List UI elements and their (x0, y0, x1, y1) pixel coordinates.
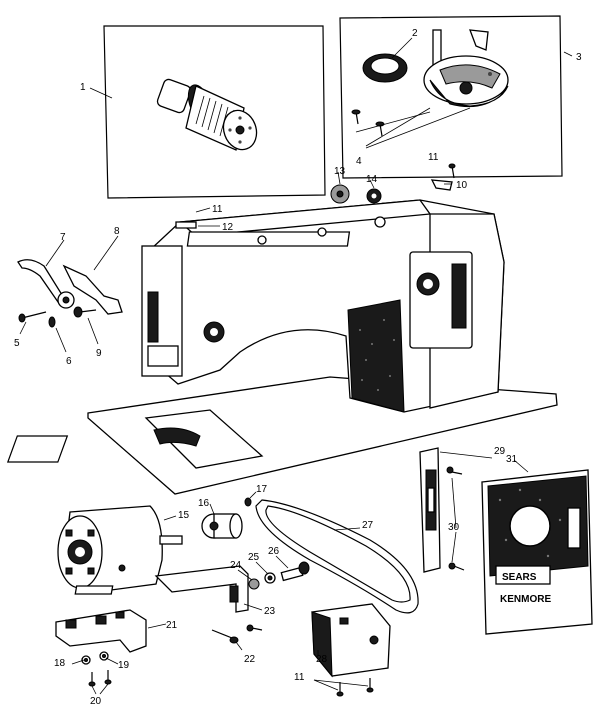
model-label: KENMORE (500, 594, 551, 605)
callout-30: 30 (448, 522, 460, 533)
callout-11-top: 11 (428, 152, 439, 163)
pulley-part-16 (201, 513, 243, 539)
control-box-part-28 (311, 603, 391, 678)
brand-label: SEARS (502, 572, 537, 583)
bushing-part-14 (366, 188, 382, 204)
callout-13: 13 (334, 166, 346, 177)
callout-31: 31 (506, 454, 518, 465)
callout-1: 1 (80, 82, 86, 93)
callout-19: 19 (118, 660, 130, 671)
lever-part-7 (17, 259, 65, 303)
plate-part-21 (55, 609, 147, 653)
screws-part-30 (446, 466, 465, 571)
bolt-part-26 (280, 561, 310, 582)
bracket-part-23 (74, 565, 249, 613)
callout-24: 24 (230, 560, 242, 571)
callout-27: 27 (362, 520, 374, 531)
clip-part-10 (430, 179, 453, 191)
screw-part-22 (211, 624, 263, 644)
callout-5: 5 (14, 338, 20, 349)
callout-18: 18 (54, 658, 66, 669)
screws-part-20 (88, 670, 112, 687)
inset-box-part-1 (103, 25, 326, 199)
callout-22: 22 (244, 654, 256, 665)
screw-part-9 (73, 306, 97, 318)
screws-part-11-bottom (336, 678, 374, 697)
motor-part-15 (57, 505, 183, 593)
callout-15: 15 (178, 510, 190, 521)
callout-26: 26 (268, 546, 280, 557)
callout-12: 12 (222, 222, 234, 233)
callout-29: 29 (494, 446, 506, 457)
washers-part-18-19 (81, 651, 109, 665)
callout-8: 8 (114, 226, 120, 237)
callout-21: 21 (166, 620, 178, 631)
machine-head (6, 199, 558, 495)
hook-assembly (423, 29, 509, 108)
screw-part-11 (448, 163, 456, 179)
callout-17: 17 (256, 484, 268, 495)
callout-3: 3 (576, 52, 582, 63)
drive-belt-ring-part-2 (362, 53, 408, 83)
callout-7: 7 (60, 232, 66, 243)
pin-part-5 (18, 311, 47, 323)
washer-part-25 (264, 572, 276, 584)
screws-part-4 (351, 109, 385, 137)
belt-part-27 (255, 499, 419, 614)
levers-group (17, 259, 123, 328)
lever-part-8 (62, 264, 123, 315)
screw-part-17 (244, 497, 252, 507)
callout-labels: 1 2 3 4 5 6 7 8 9 10 11 11 11 12 13 14 1… (14, 28, 582, 707)
callout-9: 9 (96, 348, 102, 359)
callout-20: 20 (90, 696, 102, 707)
callout-23: 23 (264, 606, 276, 617)
bushing-part-13 (330, 184, 350, 204)
bobbin-winder-assembly (156, 78, 258, 151)
callout-16: 16 (198, 498, 210, 509)
callout-4: 4 (356, 156, 362, 167)
callout-28: 28 (316, 654, 328, 665)
callout-2: 2 (412, 28, 418, 39)
face-panel-part-31: SEARS KENMORE (481, 469, 593, 635)
small-parts-top (175, 163, 456, 229)
screw-part-12 (175, 221, 197, 229)
side-cover-part-29 (419, 447, 441, 573)
washer-part-6 (48, 316, 56, 328)
callout-25: 25 (248, 552, 260, 563)
callout-11-mid: 11 (212, 204, 223, 215)
callout-6: 6 (66, 356, 72, 367)
callout-14: 14 (366, 174, 378, 185)
inset-box-part-3 (339, 15, 563, 179)
leader-lines (19, 37, 573, 695)
callout-11-bottom: 11 (294, 672, 305, 683)
callout-10: 10 (456, 180, 468, 191)
nut-part-24 (248, 578, 260, 590)
